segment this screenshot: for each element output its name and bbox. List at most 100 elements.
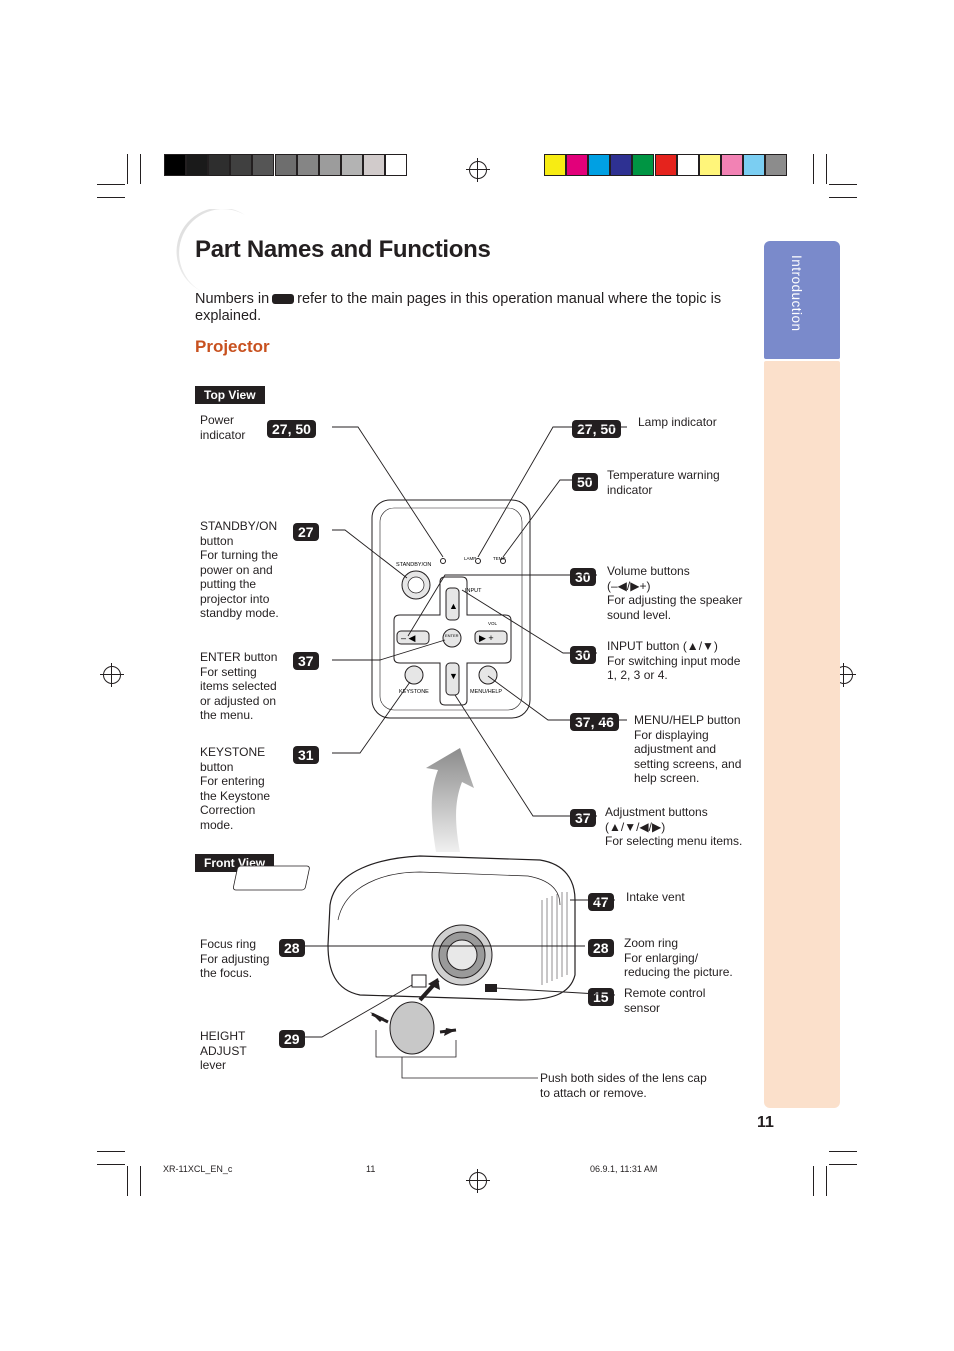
volume-down-button [396,630,430,645]
caption-line: power on and [200,562,273,577]
input-button-caption: INPUT button (▲/▼)For switching input mo… [607,639,740,683]
sidebar-tab-introduction[interactable] [764,241,840,359]
caption-line: ENTER button [200,650,278,664]
caption-line: lever [200,1058,227,1072]
caption-line: the Keystone [200,788,271,803]
lens-cap-note-line: to attach or remove. [540,1085,647,1100]
caption-line: Volume buttons [607,564,690,578]
input-down-button [445,662,460,696]
color-swatch [385,154,407,176]
intake-vent-grille [541,892,568,985]
caption-line: the menu. [200,708,254,722]
page-title: Part Names and Functions [195,236,491,263]
footer-file: XR-11XCL_EN_c [163,1164,233,1174]
caption-line: sound level. [607,607,672,622]
remote-sensor-window [485,984,497,992]
temp-label: TEMP. [493,556,506,561]
color-swatch [164,154,186,176]
registration-mark-icon [466,1169,490,1193]
caption-line: For displaying [634,727,709,742]
svg-text:▼: ▼ [449,671,458,681]
temp-indicator-light [500,558,506,564]
keystone-label: KEYSTONE [399,689,429,695]
caption-line: For setting [200,664,257,679]
caption-line: button [200,533,234,548]
caption-line: 1, 2, 3 or 4. [607,668,668,682]
lamp-indicator-page-ref[interactable]: 27, 50 [572,420,621,438]
caption-line: For entering [200,774,265,788]
page-ref-icon [272,294,295,305]
page-number: 11 [757,1114,774,1131]
registration-mark-icon [466,158,490,182]
caption-line: adjustment and [634,742,717,756]
lamp-indicator-light [475,558,481,564]
caption-line: indicator [607,482,653,497]
caption-line: help screen. [634,771,700,785]
color-swatch [566,154,589,176]
zoom-ring-page-ref[interactable]: 28 [588,939,614,957]
caption-line: mode. [200,817,234,832]
caption-line: Intake vent [626,890,685,904]
caption-line: For switching input mode [607,653,741,668]
input-button-page-ref[interactable]: 30 [570,646,596,664]
sidebar-panel [764,361,840,1108]
power-indicator-page-ref[interactable]: 27, 50 [267,420,316,438]
enter-button-page-ref[interactable]: 37 [293,652,319,670]
caption-line: Lamp indicator [638,415,717,429]
standby-on-button-page-ref[interactable]: 27 [293,523,319,541]
color-swatch [676,154,699,176]
footer-page: 11 [366,1164,376,1174]
caption-line: (–◀/▶+) [607,578,651,593]
vol-label: VOL [488,621,498,626]
color-swatch [230,154,253,176]
caption-line: projector into [200,591,270,606]
input-up-button [445,587,460,621]
color-swatch [742,154,765,176]
caption-line: For turning the [200,548,279,562]
focus-ring-page-ref[interactable]: 28 [279,939,305,957]
lens-cap-icon [389,1001,435,1055]
remote-control-sensor-page-ref[interactable]: 15 [588,988,614,1006]
top-control-panel-mini [232,865,310,891]
temperature-warning-indicator-page-ref[interactable]: 50 [572,473,598,491]
caption-line: For adjusting the speaker [607,593,743,607]
color-swatch [208,154,231,176]
caption-line: items selected [200,679,277,693]
keystone-button-page-ref[interactable]: 31 [293,746,319,764]
color-swatch [610,154,633,176]
color-swatch [362,154,385,176]
adjustment-buttons-page-ref[interactable]: 37 [570,809,596,827]
color-swatch [340,154,363,176]
height-adjust-lever-shape [411,974,427,988]
intake-vent-page-ref[interactable]: 47 [588,893,614,911]
height-adjust-lever-page-ref[interactable]: 29 [279,1030,305,1048]
caption-line: sensor [624,1000,661,1015]
color-swatch [296,154,319,176]
caption-line: standby mode. [200,606,279,620]
color-swatch [252,154,275,176]
caption-line: Zoom ring [624,936,679,950]
lens-cap-note: Push both sides of the lens cap to attac… [540,1071,707,1100]
svg-text:▲: ▲ [449,601,458,611]
top-view-label: Top View [195,386,265,404]
svg-text:▶ +: ▶ + [479,633,494,643]
lamp-label: LAMP [464,556,476,561]
volume-buttons-caption: Volume buttons(–◀/▶+)For adjusting the s… [607,564,742,622]
caption-line: Focus ring [200,937,257,951]
section-heading: Projector [195,337,270,356]
caption-line: Remote control [624,986,706,1000]
volume-buttons-page-ref[interactable]: 30 [570,568,596,586]
color-swatch [698,154,721,176]
enter-button-shape [442,628,462,648]
caption-line: Temperature warning [607,468,720,482]
menu-help-button-page-ref[interactable]: 37, 46 [570,713,619,731]
keystone-button-shape [404,665,424,685]
